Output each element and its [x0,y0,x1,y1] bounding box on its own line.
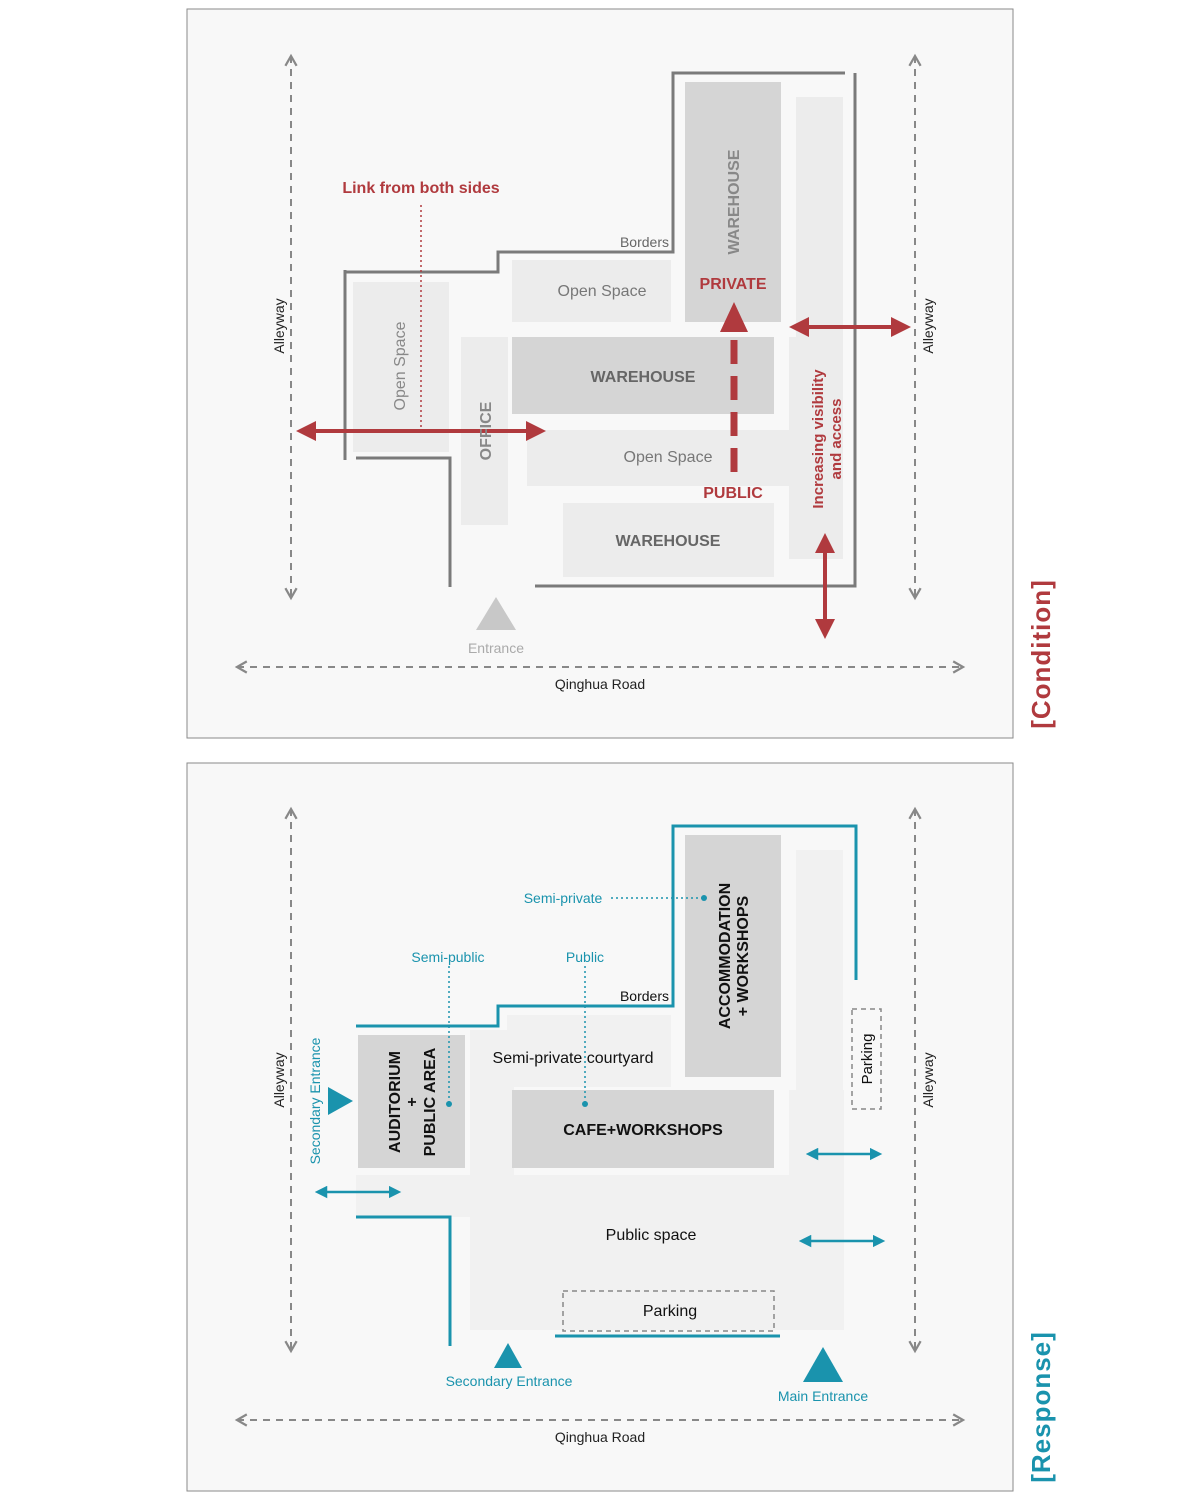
condition-entrance-label: Entrance [468,640,524,656]
condition-open-space-left-label: Open Space [392,321,409,410]
response-parking-bottom [562,1290,775,1332]
response-secondary-entrance-bottom-icon [494,1343,522,1368]
response-right-strip-bottom [789,1090,844,1330]
response-ground-left-link [356,1175,481,1217]
condition-office-label: OFFICE [478,401,495,460]
condition-alley-right-label: Alleyway [920,298,936,353]
condition-open-space-top-label: Open Space [558,283,647,300]
response-semi-public-dot [446,1101,452,1107]
condition-warehouse-top-block [685,82,781,322]
response-parking-right-label: Parking [859,1034,876,1085]
response-parking-bottom-label: Parking [643,1303,697,1320]
response-road-label: Qinghua Road [555,1429,645,1445]
response-public-space-label: Public space [606,1227,697,1244]
condition-open-space-mid-block [527,430,792,486]
response-public-space-block [470,1175,844,1330]
response-secondary-entrance-left-icon [328,1087,353,1115]
condition-visibility-label-1: Increasing visibility [810,369,827,509]
condition-right-strip-bottom [789,337,843,559]
response-public-dot [582,1101,588,1107]
condition-border-wall-top [345,71,845,274]
response-courtyard-block [507,1015,671,1087]
condition-entrance-icon [476,597,516,630]
condition-warehouse-bottom-block [563,503,774,577]
response-auditorium-block [358,1035,465,1168]
response-semi-public-label: Semi-public [411,949,484,965]
response-auditorium-label-2: + [404,1097,421,1106]
condition-visibility-label-2: and access [828,399,845,480]
condition-warehouse-mid-block [512,337,774,414]
response-semi-private-label: Semi-private [524,890,603,906]
response-borders-label: Borders [620,988,669,1004]
condition-border-wall-lower-left [356,456,452,587]
condition-panel: Link from both sides Borders Open Space … [186,8,1056,739]
condition-right-strip-top [796,97,843,337]
response-semi-private-dot [701,895,707,901]
response-secondary-entrance-bottom-label: Secondary Entrance [446,1373,573,1389]
response-alley-left-label: Alleyway [271,1052,287,1107]
response-alley-right-label: Alleyway [920,1052,936,1107]
response-accommodation-label-2: + WORKSHOPS [735,895,752,1016]
condition-open-space-top-block [512,260,671,322]
response-panel: Semi-private Semi-public Public Borders … [186,762,1056,1492]
condition-title: [Condition] [1026,579,1056,729]
response-auditorium-label-1: AUDITORIUM [387,1051,404,1153]
response-border-wall-top [356,824,858,1028]
response-cafe-label: CAFE+WORKSHOPS [563,1122,723,1139]
response-secondary-entrance-left-label: Secondary Entrance [307,1037,323,1164]
condition-borders-label: Borders [620,234,669,250]
condition-road-label: Qinghua Road [555,676,645,692]
condition-border-wall-right [535,73,857,588]
response-accommodation-block [685,835,781,1077]
response-right-strip-top [796,850,843,1095]
condition-link-label: Link from both sides [342,180,499,197]
response-parking-right [851,1008,882,1110]
condition-open-space-mid-label: Open Space [624,449,713,466]
response-public-label: Public [566,949,604,965]
response-auditorium-label-3: PUBLIC AREA [422,1047,439,1156]
response-main-entrance-icon [803,1347,843,1382]
response-border-wall-lower-left [356,1215,452,1346]
condition-warehouse-bottom-label: WAREHOUSE [616,533,721,550]
response-courtyard-label: Semi-private courtyard [493,1050,654,1067]
response-cafe-block [512,1090,774,1168]
response-main-entrance-label: Main Entrance [778,1388,868,1404]
condition-warehouse-mid-label: WAREHOUSE [591,369,696,386]
response-accommodation-label-1: ACCOMMODATION [717,883,734,1029]
condition-alley-left-label: Alleyway [271,298,287,353]
response-title: [Response] [1026,1331,1056,1483]
condition-warehouse-top-label: WAREHOUSE [726,149,743,254]
condition-private-label: PRIVATE [700,276,767,293]
condition-private-arrowhead [720,302,748,332]
condition-public-label: PUBLIC [703,485,763,502]
